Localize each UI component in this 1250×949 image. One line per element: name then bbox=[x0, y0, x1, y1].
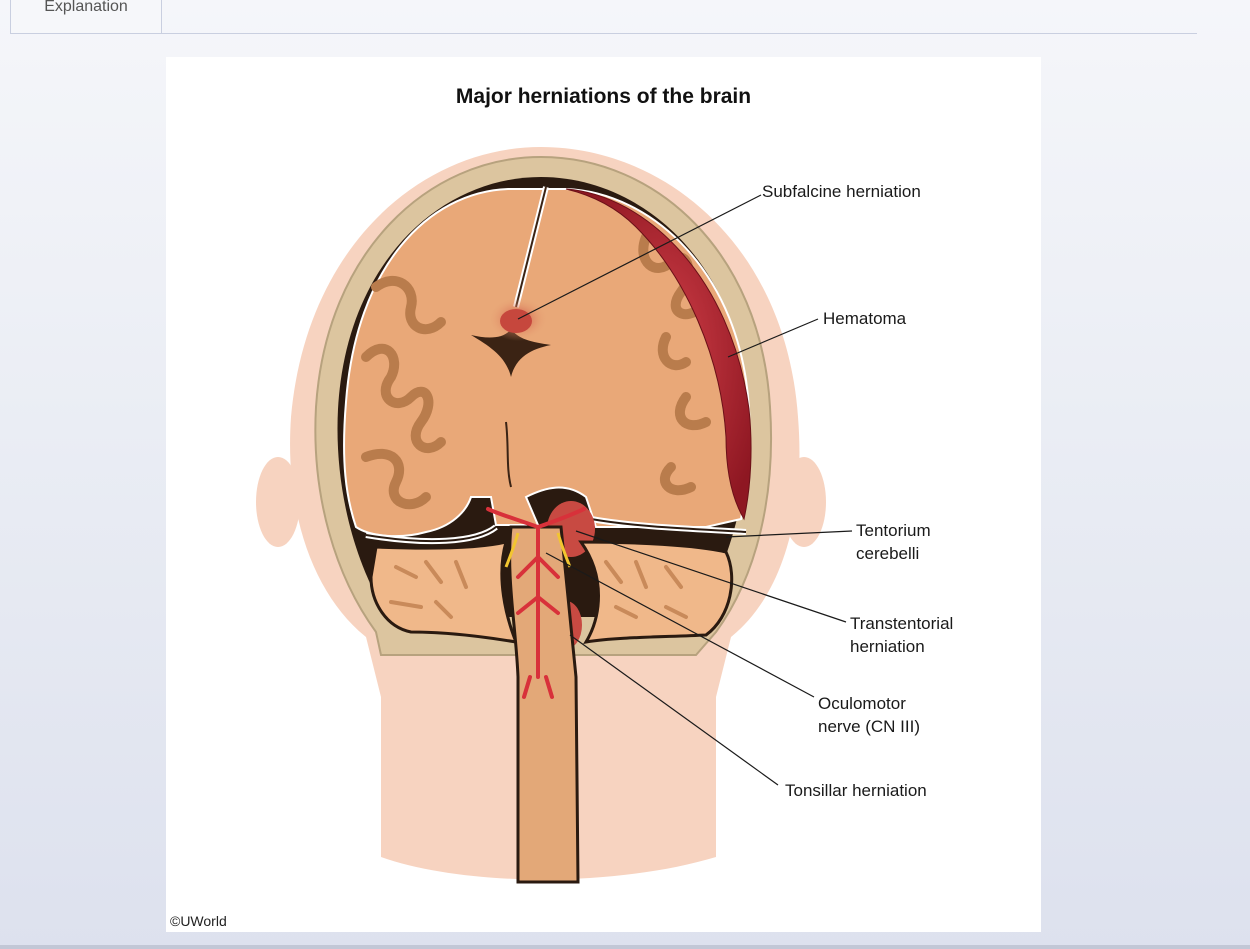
leader-lines bbox=[517, 194, 853, 786]
cerebrum bbox=[343, 186, 751, 538]
tab-explanation[interactable]: Explanation bbox=[10, 0, 162, 33]
tentorium bbox=[365, 516, 747, 545]
label-hematoma: Hematoma bbox=[823, 309, 907, 328]
label-tonsillar-herniation: Tonsillar herniation bbox=[785, 781, 927, 800]
brain-herniation-illustration bbox=[256, 147, 853, 884]
basilar-artery bbox=[486, 507, 586, 699]
copyright-notice: ©UWorld bbox=[170, 913, 227, 929]
label-tentorium-cerebelli: Tentorium cerebelli bbox=[856, 521, 931, 563]
label-subfalcine-herniation: Subfalcine herniation bbox=[762, 182, 921, 201]
oculomotor-nerves bbox=[504, 532, 572, 568]
bottom-divider bbox=[0, 945, 1250, 949]
label-transtentorial-herniation: Transtentorial herniation bbox=[850, 614, 954, 656]
figure-title: Major herniations of the brain bbox=[455, 85, 752, 108]
brainstem bbox=[508, 525, 580, 884]
tab-explanation-label: Explanation bbox=[44, 0, 128, 15]
explanation-figure: Major herniations of the brain Subfalcin… bbox=[166, 57, 1041, 932]
label-oculomotor-nerve: Oculomotor nerve (CN III) bbox=[818, 694, 921, 736]
hematoma bbox=[565, 188, 752, 521]
cerebellum bbox=[369, 539, 734, 649]
tab-bar: Explanation bbox=[10, 0, 1197, 34]
